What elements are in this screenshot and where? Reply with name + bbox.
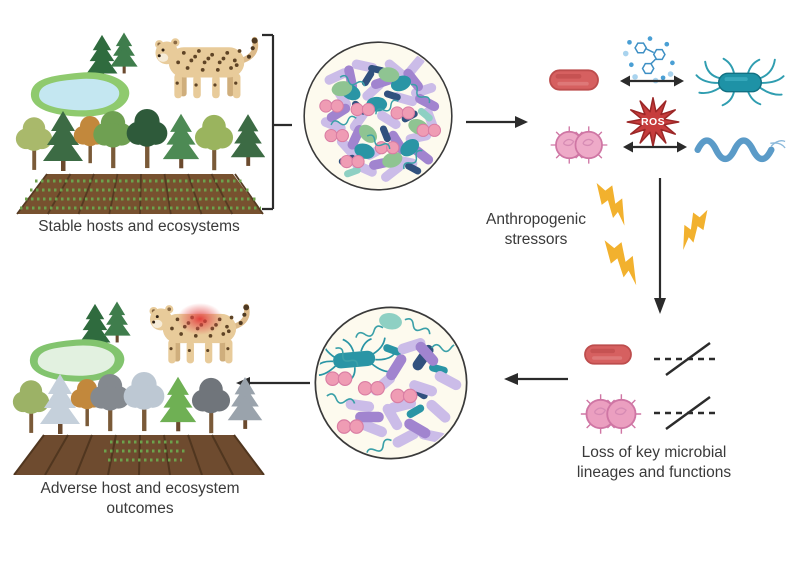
- cocci-bacteria-icon: [580, 394, 642, 434]
- arrow-right-icon: [466, 116, 528, 128]
- adverse-ecosystem-illustration: [12, 301, 265, 475]
- dense-microbiome-circle-icon: [303, 41, 453, 191]
- loss-label: Loss of key microbial lineages and funct…: [576, 444, 732, 482]
- dead-forest-icon: [12, 371, 263, 434]
- ros-label: ROS: [641, 116, 665, 128]
- pond-icon: [30, 72, 130, 117]
- down-arrow-icon: [654, 178, 666, 314]
- sparse-microbiome-circle-icon: [314, 306, 468, 460]
- inflammation-glow-icon: [177, 303, 223, 335]
- arrow-left-icon: [504, 373, 568, 385]
- double-arrow-icon: [623, 141, 687, 153]
- grouping-bracket: [262, 33, 292, 211]
- adverse-label: Adverse host and ecosystem outcomes: [40, 480, 240, 518]
- lightning-bolt-icon: [683, 209, 708, 251]
- double-arrow-icon: [620, 75, 684, 87]
- flagellated-bacterium-icon: [695, 57, 785, 107]
- crossed-dashed-line-icon: [654, 396, 720, 430]
- stressors-label: Anthropogenic stressors: [486, 211, 586, 249]
- lightning-bolt-icon: [604, 240, 637, 286]
- lightning-bolt-icon: [596, 183, 625, 226]
- stable-label: Stable hosts and ecosystems: [38, 218, 240, 235]
- ros-burst-icon: ROS: [625, 97, 681, 147]
- spirochete-icon: [694, 137, 786, 163]
- barren-field-icon: [13, 434, 265, 475]
- stable-ecosystem-illustration: [15, 32, 265, 215]
- cocci-bacteria-icon: [550, 126, 608, 164]
- rod-bacterium-icon: [549, 69, 599, 91]
- crop-field-icon: [16, 173, 264, 215]
- leopard-icon: [155, 38, 258, 99]
- molecules-icon: [622, 36, 675, 84]
- crossed-dashed-line-icon: [654, 342, 720, 376]
- rod-bacterium-icon: [584, 344, 632, 365]
- forest-icon: [15, 108, 265, 171]
